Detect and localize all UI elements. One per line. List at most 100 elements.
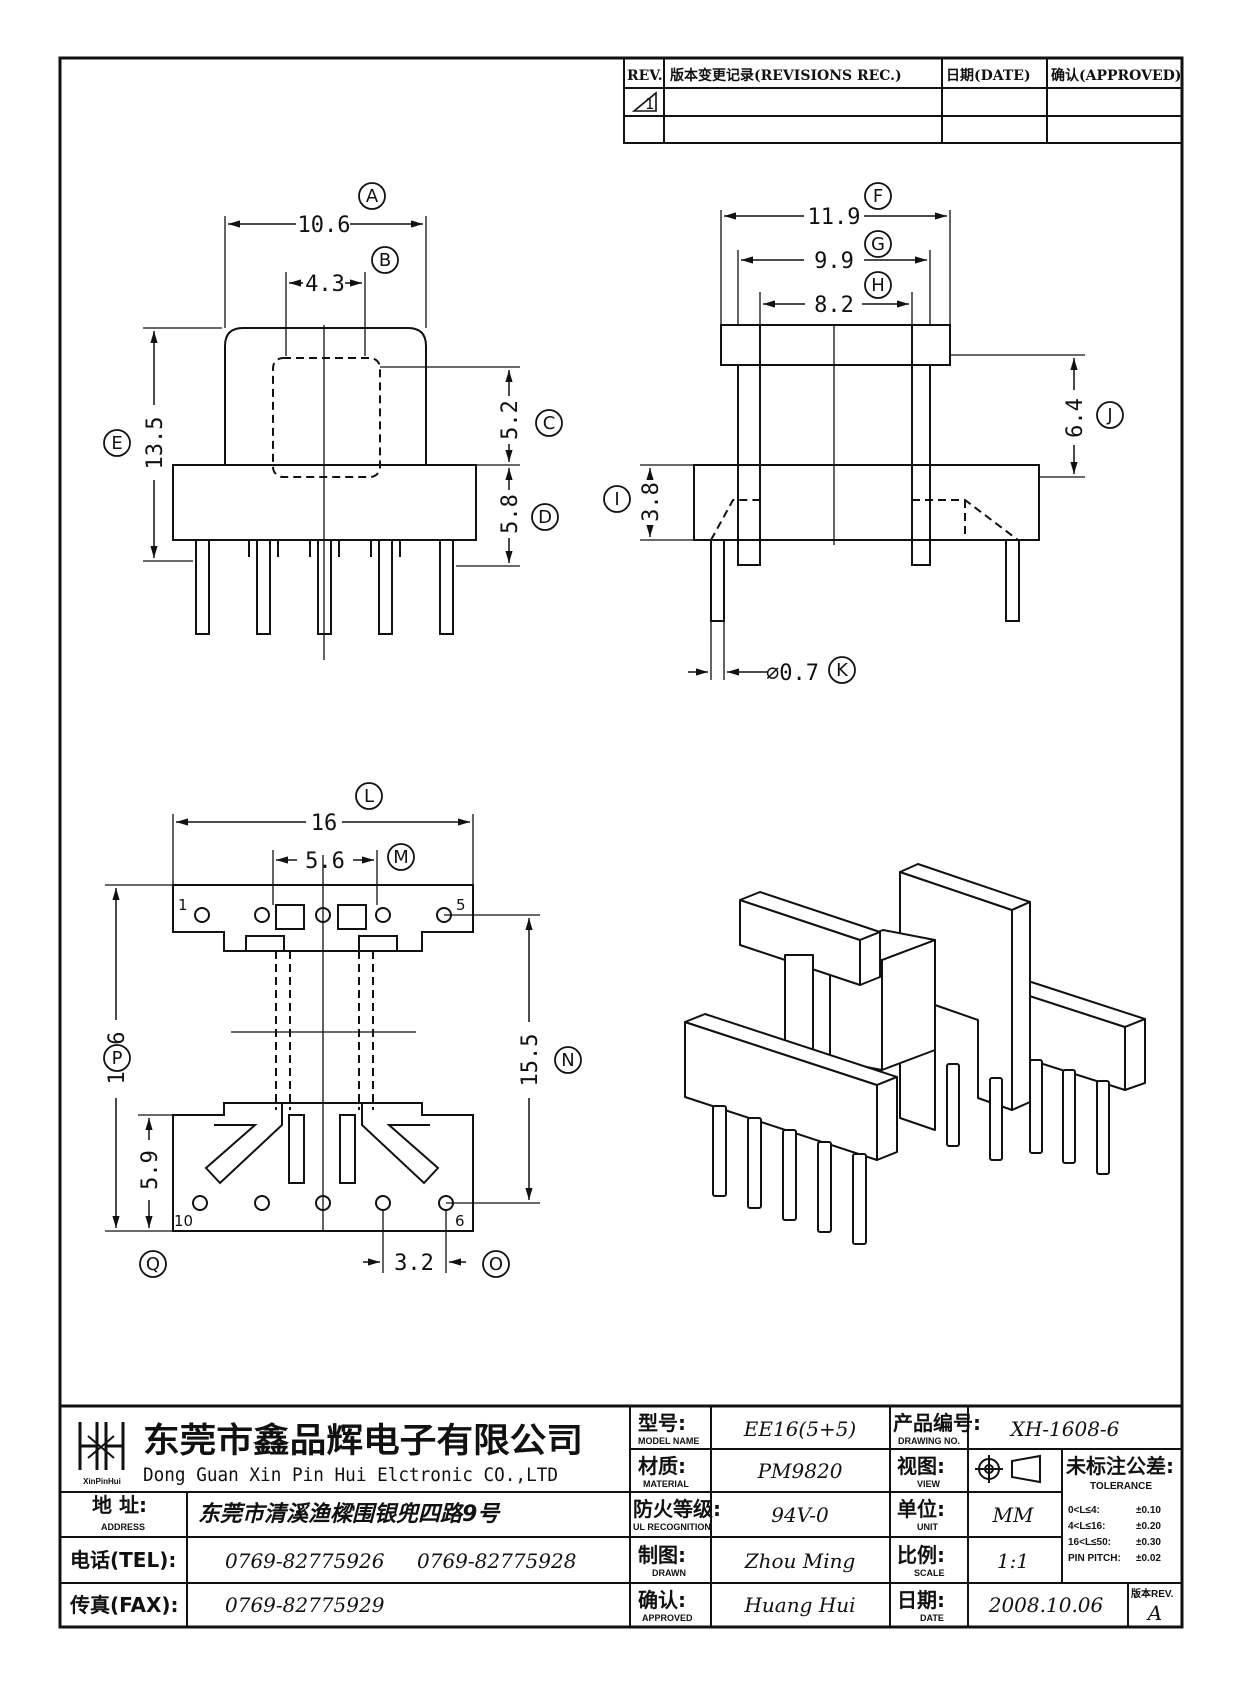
marker-g: G [864,230,892,258]
approved-label: 确认: [638,1588,686,1612]
svg-text:P: P [112,1048,123,1069]
pin-number-5: 5 [456,896,466,914]
svg-text:K: K [836,660,849,681]
marker-a: A [358,182,386,210]
tol-range-4: PIN PITCH: [1068,1553,1121,1564]
logo-text: XinPinHui [83,1477,121,1486]
dim-c-value: 5.2 [498,400,523,440]
dim-e-value: 13.5 [143,417,168,470]
tolerance-sub: TOLERANCE [1090,1481,1152,1492]
pin-number-10: 10 [174,1212,193,1230]
company-name-cn: 东莞市鑫品辉电子有限公司 [143,1421,583,1461]
drawing-no-value: XH-1608-6 [1009,1417,1120,1441]
front-view [143,216,520,660]
address-value: 东莞市清溪渔樑围银兜四路9号 [198,1501,501,1527]
svg-text:E: E [111,433,122,454]
tol-range-2: 4<L≤16: [1068,1521,1105,1532]
material-value: PM9820 [757,1459,843,1483]
bottom-view [105,814,540,1273]
dim-g-value: 9.9 [814,249,854,274]
company-logo [78,1422,125,1470]
svg-text:1: 1 [645,95,655,113]
tol-value-1: ±0.10 [1136,1505,1161,1516]
tol-range-1: 0<L≤4: [1068,1505,1100,1516]
fax-value: 0769-82775929 [225,1593,385,1617]
dim-f-value: 11.9 [808,205,861,230]
rev-value: A [1146,1601,1162,1625]
svg-text:J: J [1106,405,1112,426]
marker-k: K [828,656,856,684]
view-sub: VIEW [917,1479,941,1489]
marker-l: L [355,782,383,810]
svg-text:N: N [561,1050,574,1071]
model-value: EE16(5+5) [743,1417,856,1441]
revisions-header: 版本变更记录(REVISIONS REC.) [670,67,902,84]
drawn-sub: DRAWN [652,1568,686,1578]
dim-o-value: 3.2 [394,1251,434,1276]
revision-table [623,57,1183,144]
dim-k-value: ⌀0.7 [766,661,819,686]
revision-triangle-icon: 1 [631,91,657,113]
tel-2: 0769-82775928 [417,1549,576,1573]
tol-value-4: ±0.02 [1136,1553,1161,1564]
marker-c: C [535,409,563,437]
material-sub: MATERIAL [643,1479,689,1489]
scale-value: 1:1 [997,1549,1029,1573]
marker-m: M [387,843,415,871]
marker-q: Q [139,1250,167,1278]
scale-label: 比例: [897,1543,945,1567]
marker-i: I [603,485,631,513]
tol-range-3: 16<L≤50: [1068,1537,1111,1548]
scale-sub: SCALE [914,1568,945,1578]
unit-sub: UNIT [917,1522,938,1532]
svg-text:G: G [871,234,885,255]
unit-label: 单位: [897,1497,945,1521]
svg-text:I: I [614,489,619,510]
marker-j: J [1096,401,1124,429]
marker-f: F [864,182,892,210]
tel-1: 0769-82775926 [225,1549,385,1573]
svg-text:M: M [393,847,409,868]
dim-j-value: 6.4 [1063,398,1088,438]
date-value: 2008.10.06 [988,1593,1104,1617]
drawing-no-sub: DRAWING NO. [898,1436,960,1446]
pin-number-6: 6 [455,1212,465,1230]
dim-q-value: 5.9 [138,1150,163,1190]
address-label: 地 址: [92,1493,147,1517]
marker-b: B [371,246,399,274]
rev-header: REV. [627,68,663,84]
dim-m-value: 5.6 [305,849,345,874]
svg-text:H: H [871,275,885,296]
drawn-value: Zhou Ming [744,1549,856,1573]
drawing-no-label: 产品编号: [893,1411,981,1435]
ul-label: 防火等级: [633,1497,721,1521]
dim-l-value: 16 [311,811,338,836]
ul-sub: UL RECOGNITION [633,1522,711,1532]
view-label: 视图: [897,1454,945,1478]
ul-value: 94V-0 [771,1503,829,1527]
date-sub: DATE [920,1613,944,1623]
drawing-border [58,56,1184,1629]
unit-value: MM [992,1503,1034,1527]
pin-number-1: 1 [178,896,188,914]
svg-text:F: F [873,186,883,207]
svg-text:B: B [379,250,391,271]
svg-text:A: A [366,186,379,207]
dim-i-value: 3.8 [639,482,664,522]
date-label: 日期: [897,1588,945,1612]
svg-text:Q: Q [146,1254,160,1275]
marker-d: D [531,503,559,531]
fax-label: 传真(FAX): [69,1593,179,1617]
marker-p: P [103,1044,131,1072]
marker-n: N [554,1046,582,1074]
approved-value: Huang Hui [743,1593,855,1617]
svg-text:L: L [364,786,374,807]
dim-b-value: 4.3 [305,272,345,297]
material-label: 材质: [638,1454,686,1478]
tol-value-3: ±0.30 [1136,1537,1161,1548]
marker-e: E [103,429,131,457]
date-header: 日期(DATE) [946,68,1031,84]
dim-n-value: 15.5 [518,1034,543,1087]
